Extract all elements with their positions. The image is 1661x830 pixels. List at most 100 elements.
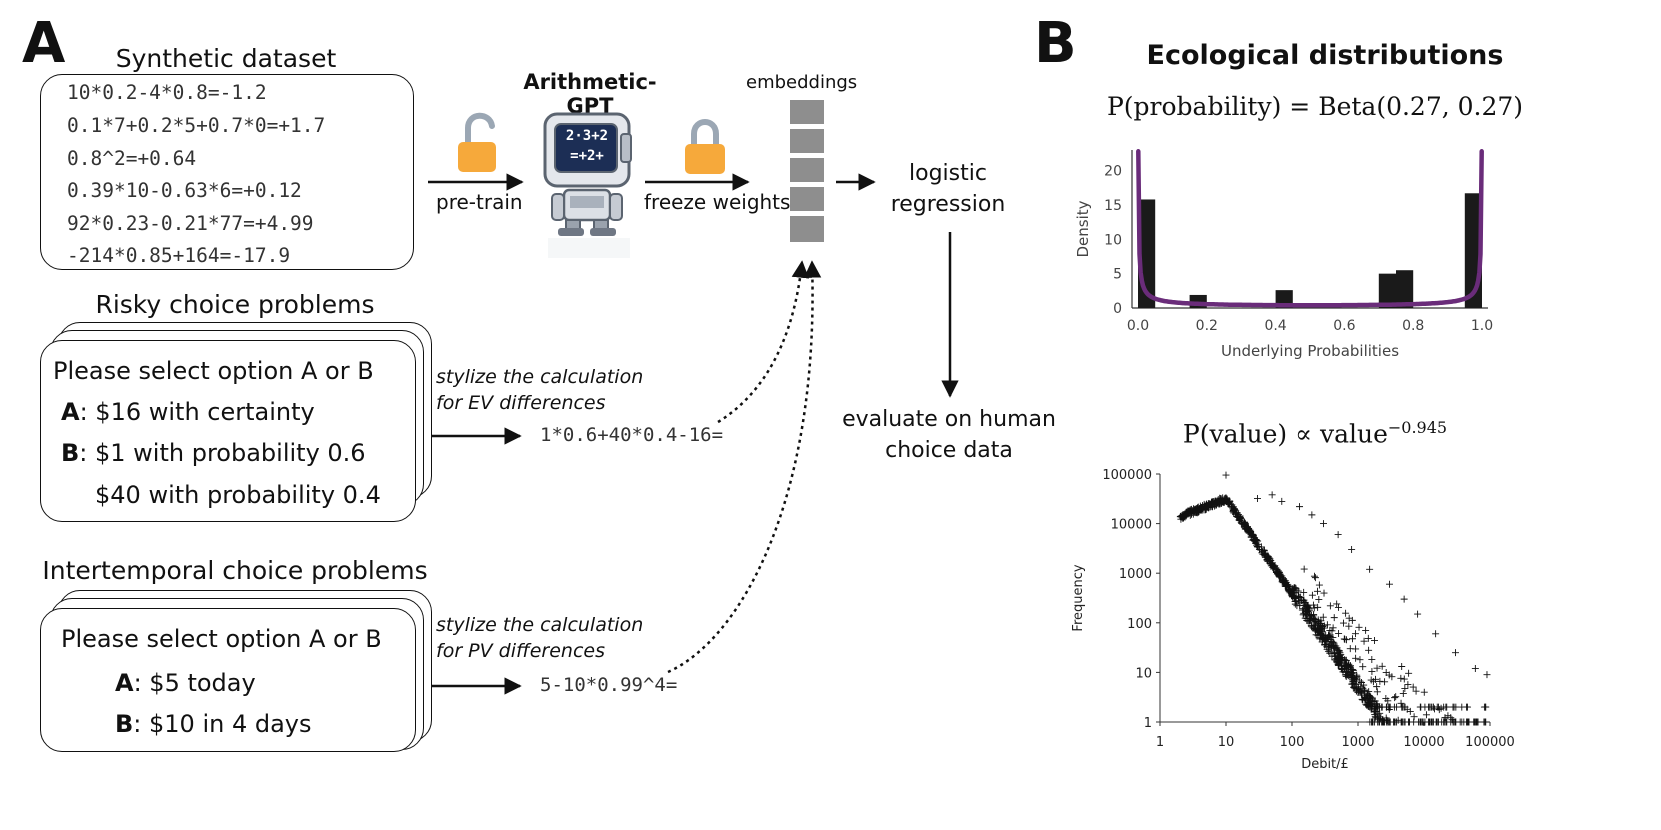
scatter-point [1248, 530, 1256, 538]
x-tick-label: 0.4 [1264, 318, 1286, 334]
scatter-point [1373, 683, 1381, 691]
scatter-point [1348, 546, 1356, 554]
scatter-point [1371, 712, 1379, 720]
scatter-point [1323, 643, 1331, 651]
stylize-line: for EV differences [436, 392, 606, 414]
scatter-point [1337, 657, 1345, 665]
scatter-point [1314, 603, 1322, 611]
scatter-point [1400, 675, 1408, 683]
scatter-point [1314, 618, 1322, 626]
robot-icon [543, 112, 632, 258]
scatter-point [1308, 511, 1316, 519]
x-tick-label: 0.8 [1402, 318, 1424, 334]
freeze-label: freeze weights [644, 190, 791, 214]
x-tick-label: 0.0 [1127, 318, 1149, 334]
scatter-point [1482, 703, 1490, 711]
y-tick-label: 20 [1104, 164, 1122, 180]
scatter-point [1268, 491, 1276, 499]
y-tick-label: 100000 [1102, 468, 1152, 483]
scatter-point [1319, 613, 1327, 621]
scatter-point [1335, 661, 1343, 669]
scatter-point [1368, 668, 1376, 676]
scatter-point [1179, 511, 1187, 519]
dotted-arrow-ev [717, 260, 810, 424]
scatter-point [1361, 686, 1369, 694]
scatter-point [1416, 703, 1424, 711]
scatter-point [1249, 536, 1257, 544]
scatter-point [1409, 683, 1417, 691]
robot-screen-line: 2·3+2 [565, 128, 609, 144]
scatter-point [1319, 520, 1327, 528]
scatter-point [1471, 664, 1479, 672]
y-tick-label: 1000 [1119, 567, 1152, 582]
scatter-point [1229, 506, 1237, 514]
scatter-point [1422, 711, 1430, 719]
scatter-point [1382, 669, 1390, 677]
scatter-point [1398, 663, 1406, 671]
stylize-line: stylize the calculation [436, 366, 644, 388]
power-formula: P(value) ∝ value−0.945 [1110, 418, 1520, 448]
embedding-vector [790, 100, 824, 242]
scatter-point [1370, 707, 1378, 715]
scatter-point [1397, 674, 1405, 682]
scatter-point [1263, 556, 1271, 564]
scatter-point [1359, 663, 1367, 671]
scatter-point [1420, 688, 1428, 696]
scatter-point [1181, 512, 1189, 520]
scatter-point [1296, 599, 1304, 607]
scatter-point [1458, 703, 1466, 711]
x-tick-label: 10 [1218, 735, 1235, 750]
y-tick-label: 15 [1104, 198, 1122, 214]
scatter-point [1429, 718, 1437, 726]
x-axis-label: Underlying Probabilities [1221, 342, 1399, 360]
scatter-point [1291, 598, 1299, 606]
scatter-point [1326, 626, 1334, 634]
risky-option-b-line2: $40 with probability 0.4 [95, 481, 381, 509]
risky-option-a: A: $16 with certainty [61, 398, 315, 426]
scatter-point [1438, 718, 1446, 726]
scatter-point [1311, 621, 1319, 629]
x-tick-label: 0.2 [1196, 318, 1218, 334]
y-tick-label: 100 [1127, 617, 1152, 632]
scatter-point [1301, 614, 1309, 622]
y-axis-label: Frequency [1071, 564, 1086, 631]
dataset-line: 0.39*10-0.63*6=+0.12 [67, 179, 302, 202]
scatter-point [1351, 630, 1359, 638]
scatter-point [1394, 716, 1402, 724]
scatter-point [1345, 614, 1353, 622]
scatter-point [1357, 687, 1365, 695]
scatter-point [1352, 645, 1360, 653]
scatter-point [1346, 662, 1354, 670]
scatter-point [1406, 707, 1414, 715]
intertemporal-prompt: Please select option A or B [61, 625, 382, 653]
stylize-line: stylize the calculation [436, 614, 644, 636]
evaluate-label: evaluate on human choice data [842, 404, 1056, 466]
scatter-point [1241, 519, 1249, 527]
risky-option-b: B: $1 with probability 0.6 [61, 439, 366, 467]
intertemporal-title: Intertemporal choice problems [42, 556, 428, 585]
scatter-point [1261, 553, 1269, 561]
y-tick-label: 10 [1104, 232, 1122, 248]
scatter-point [1339, 619, 1347, 627]
beta-curve [1136, 149, 1484, 308]
scatter-point [1300, 588, 1308, 596]
scatter-point [1315, 581, 1323, 589]
scatter-point [1311, 574, 1319, 582]
scatter-point [1344, 670, 1352, 678]
scatter-point [1338, 656, 1346, 664]
scatter-point [1330, 639, 1338, 647]
scatter-point [1399, 690, 1407, 698]
risky-title: Risky choice problems [95, 290, 375, 319]
scatter-point [1364, 634, 1372, 642]
scatter-point [1321, 624, 1329, 632]
scatter-point [1400, 595, 1408, 603]
scatter-point [1405, 669, 1413, 677]
scatter-point [1410, 713, 1418, 721]
scatter-point [1255, 545, 1263, 553]
regression-label: logistic regression [880, 158, 1016, 220]
scatter-point [1429, 703, 1437, 711]
scatter-point [1373, 688, 1381, 696]
scatter-point [1355, 623, 1363, 631]
scatter-point [1334, 603, 1342, 611]
dataset-line: 0.1*7+0.2*5+0.7*0=+1.7 [67, 114, 326, 137]
